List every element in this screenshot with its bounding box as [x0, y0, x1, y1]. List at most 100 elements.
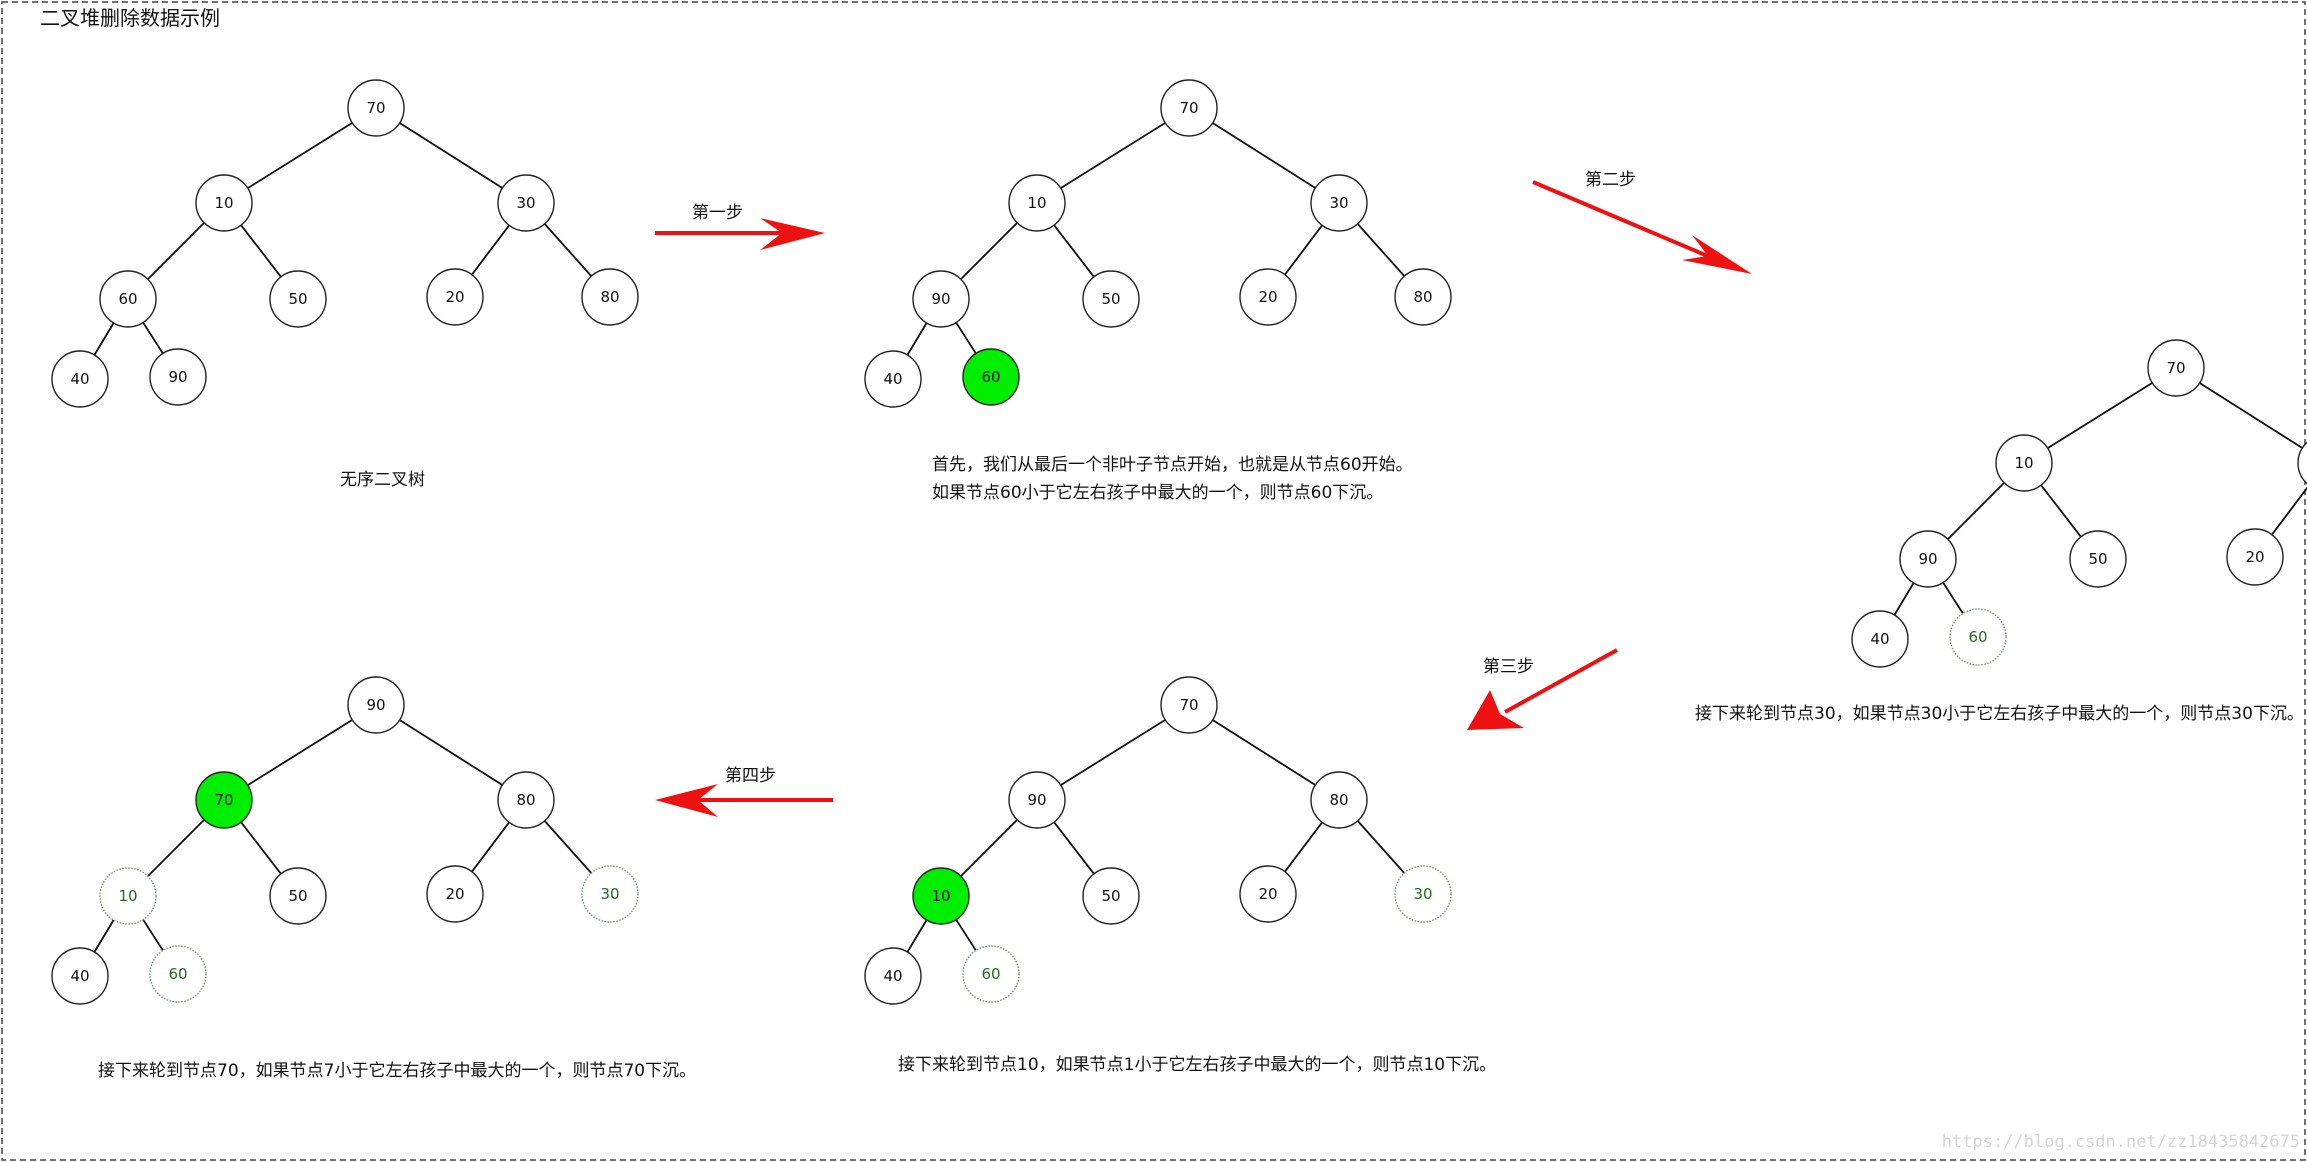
node-label: 50	[1101, 290, 1120, 308]
tree-node: 30	[497, 174, 555, 232]
node-circle	[1008, 174, 1066, 232]
node-label: 50	[1101, 887, 1120, 905]
tree-node: 40	[864, 947, 922, 1005]
node-label: 90	[1918, 550, 1937, 568]
tree-node: 20	[426, 865, 484, 923]
tree-node: 10	[1995, 434, 2053, 492]
node-label: 90	[168, 368, 187, 386]
node-label: 70	[366, 99, 385, 117]
tree-node: 20	[1239, 268, 1297, 326]
tree-edge	[1053, 224, 1095, 278]
tree-edge	[142, 322, 164, 354]
node-label: 20	[445, 288, 464, 306]
node-label: 30	[1329, 194, 1348, 212]
node-circle	[497, 771, 555, 829]
tree-node: 70	[1160, 79, 1218, 137]
tree-edge	[471, 821, 510, 873]
step-label-4: 第四步	[725, 766, 776, 786]
tree-node: 60	[962, 945, 1020, 1003]
tree-panels: 70 10 30 60 50 20 80 40 90 无序二叉树 70 10 30 90 50 20 80 40 6…	[51, 79, 2307, 1081]
node-label: 20	[2245, 548, 2264, 566]
node-circle	[581, 268, 639, 326]
node-label: 60	[168, 965, 187, 983]
node-circle	[864, 350, 922, 408]
panel-caption: 无序二叉树	[340, 470, 425, 490]
tree-node: 20	[2226, 528, 2284, 586]
node-label: 10	[214, 194, 233, 212]
diagram-title: 二叉堆删除数据示例	[40, 6, 220, 30]
node-label: 60	[1968, 628, 1987, 646]
tree-edge	[955, 919, 977, 951]
tree-node: 70	[2147, 339, 2205, 397]
node-label: 40	[883, 967, 902, 985]
node-circle	[581, 865, 639, 923]
tree-node: 50	[2069, 530, 2127, 588]
tree-edge	[247, 719, 353, 786]
tree-node: 90	[347, 676, 405, 734]
tree-edge	[1356, 820, 1406, 874]
node-circle	[99, 270, 157, 328]
tree-edge	[2047, 382, 2153, 449]
node-label: 20	[445, 885, 464, 903]
watermark: https://blog.csdn.net/zz18435842675	[1942, 1132, 2300, 1152]
node-label: 40	[883, 370, 902, 388]
panel-caption: 接下来轮到节点10，如果节点1小于它左右孩子中最大的一个，则节点10下沉。	[898, 1055, 1496, 1075]
node-label: 10	[1027, 194, 1046, 212]
panel-caption: 首先，我们从最后一个非叶子节点开始，也就是从节点60开始。	[932, 455, 1413, 475]
node-circle	[1082, 867, 1140, 925]
node-label: 40	[1870, 630, 1889, 648]
tree-node: 90	[149, 348, 207, 406]
step-arrow-3: 第三步	[1467, 648, 1618, 730]
node-label: 30	[1413, 885, 1432, 903]
tree-edge	[142, 919, 164, 951]
node-circle	[426, 865, 484, 923]
tree-node: 50	[1082, 867, 1140, 925]
node-circle	[426, 268, 484, 326]
tree-node: 40	[1851, 610, 1909, 668]
node-label: 90	[366, 696, 385, 714]
tree-node: 10	[1008, 174, 1066, 232]
tree-node: 70	[195, 771, 253, 829]
node-label: 30	[600, 885, 619, 903]
tree-node: 10	[912, 867, 970, 925]
node-circle	[269, 270, 327, 328]
node-circle	[51, 947, 109, 1005]
tree-edge	[906, 919, 928, 953]
node-circle	[149, 945, 207, 1003]
tree-edge	[1947, 482, 2005, 540]
tree-node: 50	[1082, 270, 1140, 328]
node-label: 50	[2088, 550, 2107, 568]
tree-edge	[960, 222, 1018, 280]
node-label: 30	[516, 194, 535, 212]
tree-edge	[147, 222, 205, 280]
panel-caption: 如果节点60小于它左右孩子中最大的一个，则节点60下沉。	[932, 483, 1383, 503]
tree-edge	[240, 224, 282, 278]
tree-edge	[1284, 821, 1323, 873]
node-circle	[2147, 339, 2205, 397]
tree-node: 80	[1394, 268, 1452, 326]
node-circle	[1239, 268, 1297, 326]
node-label: 60	[118, 290, 137, 308]
node-label: 20	[1258, 288, 1277, 306]
tree-edge	[1356, 223, 1406, 277]
tree-node: 30	[581, 865, 639, 923]
tree-node: 30	[1310, 174, 1368, 232]
step-arrow-4: 第四步	[655, 766, 833, 817]
tree-edge	[1060, 719, 1166, 786]
node-circle	[1160, 79, 1218, 137]
node-circle	[195, 771, 253, 829]
step-label-1: 第一步	[692, 203, 743, 223]
tree-node: 60	[962, 348, 1020, 406]
node-label: 10	[931, 887, 950, 905]
step-label-2: 第二步	[1585, 170, 1636, 190]
node-circle	[1239, 865, 1297, 923]
tree-panel-3: 701080905020304060接下来轮到节点30，如果节点30小于它左右孩…	[1695, 339, 2307, 724]
node-label: 80	[600, 288, 619, 306]
node-label: 50	[288, 290, 307, 308]
node-circle	[1949, 608, 2007, 666]
node-label: 80	[1329, 791, 1348, 809]
tree-node: 20	[1239, 865, 1297, 923]
node-circle	[497, 174, 555, 232]
